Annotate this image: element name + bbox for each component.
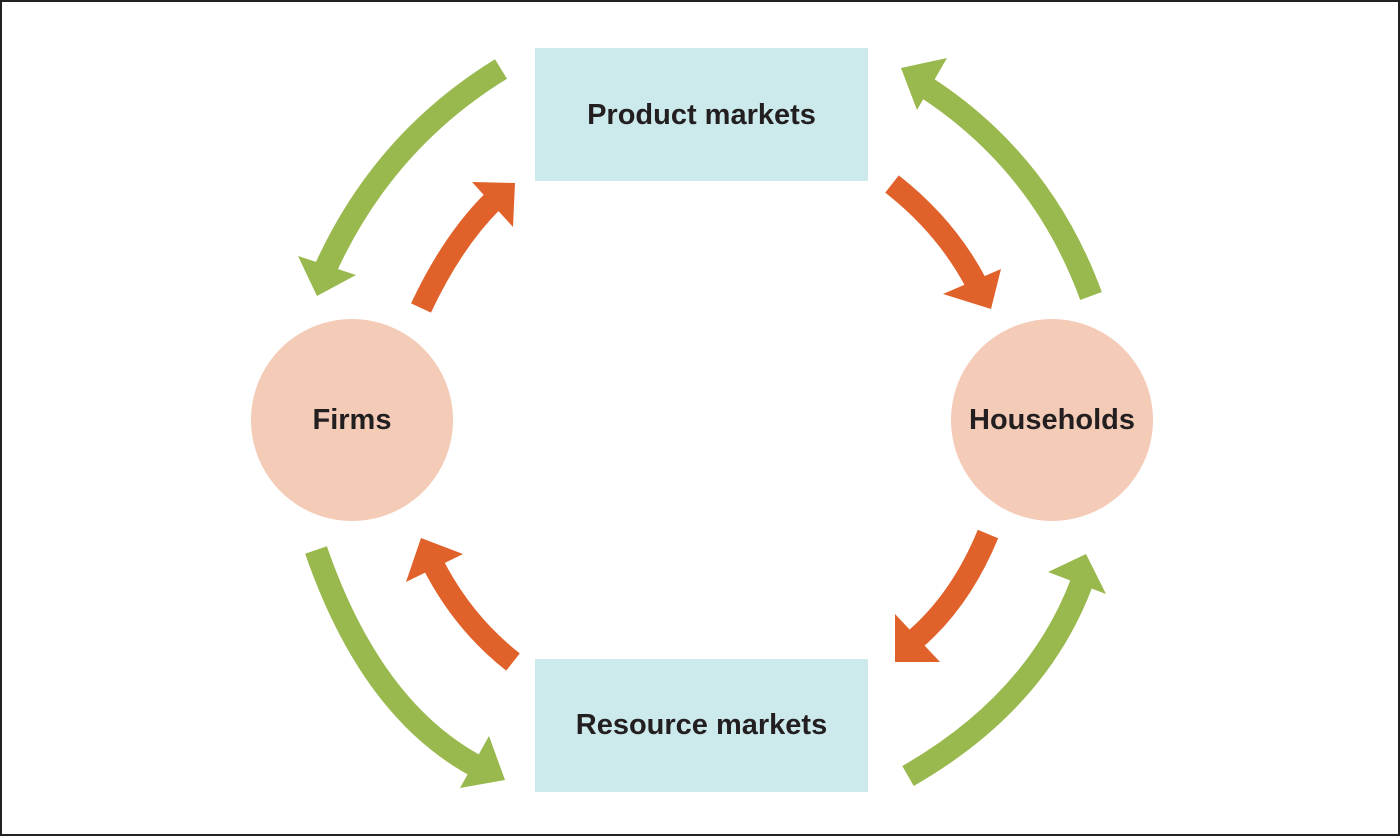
product-markets-label: Product markets bbox=[587, 99, 816, 131]
households-node: Households bbox=[951, 319, 1153, 521]
resource-markets-box bbox=[535, 659, 868, 792]
households-circle bbox=[951, 319, 1153, 521]
orange-arrow-resource-to-firms bbox=[406, 538, 520, 671]
households-label: Households bbox=[969, 404, 1135, 436]
green-arrow-firms-to-resource bbox=[305, 546, 505, 788]
green-arrow-product-to-firms bbox=[298, 59, 508, 296]
outer-flow-arrows bbox=[298, 58, 1106, 788]
product-markets-box bbox=[535, 48, 868, 181]
orange-arrow-households-to-resource bbox=[895, 529, 999, 662]
product-markets-node: Product markets bbox=[535, 48, 868, 181]
orange-arrow-product-to-households bbox=[885, 175, 1001, 309]
orange-arrow-firms-to-product bbox=[411, 182, 515, 313]
inner-flow-arrows bbox=[406, 175, 1001, 671]
resource-markets-node: Resource markets bbox=[535, 659, 868, 792]
firms-label: Firms bbox=[313, 404, 392, 436]
resource-markets-label: Resource markets bbox=[576, 709, 827, 741]
firms-circle bbox=[251, 319, 453, 521]
firms-node: Firms bbox=[251, 319, 453, 521]
green-arrow-households-to-product bbox=[901, 58, 1102, 300]
green-arrow-resource-to-households bbox=[902, 554, 1106, 786]
